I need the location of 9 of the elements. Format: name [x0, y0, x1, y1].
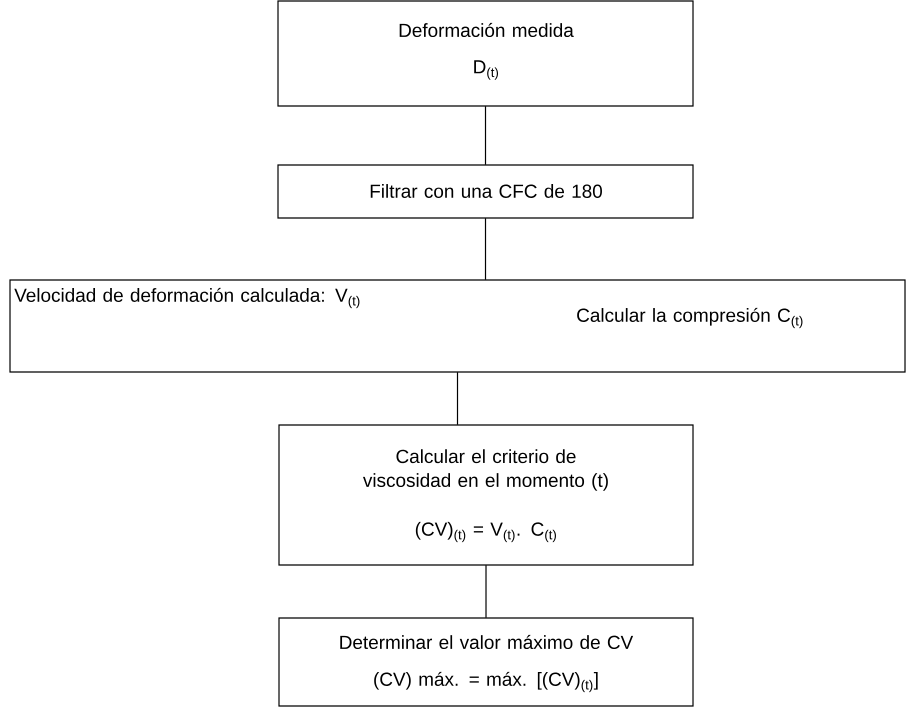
- connector-line: [485, 566, 487, 618]
- connector-line: [456, 372, 458, 424]
- connector-line: [484, 106, 486, 164]
- process-box: Determinar el valor máximo de CV (CV) máx. = máx. [(CV)$_{(t)}$]: [278, 617, 694, 707]
- process-box: Calcular el criterio de viscosidad en el momento (t) (CV)$_{(t)}$ = V$_{(t)}$. C$_{(t)}$: [278, 424, 694, 566]
- process-box: Velocidad de deformación calculada: V$_{(t)}$ Calcular la compresión C$_{(t)}$: [9, 279, 906, 373]
- connector-line: [484, 218, 486, 280]
- process-box: Deformación medida D$_{(t)}$: [277, 0, 694, 107]
- process-box: Filtrar con una CFC de 180: [277, 164, 694, 219]
